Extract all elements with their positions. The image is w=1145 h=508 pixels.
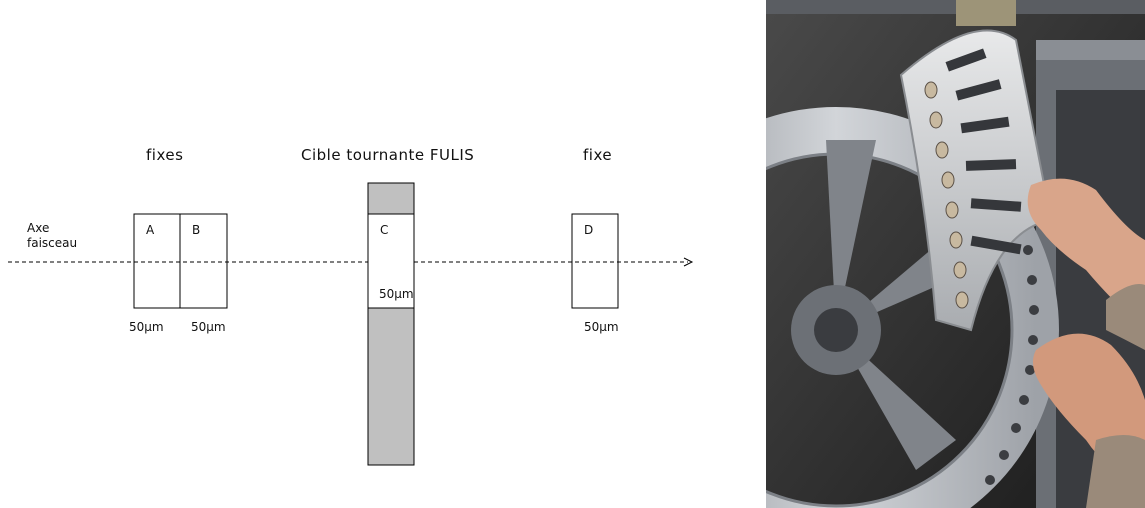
target-c-thickness: 50µm (379, 287, 414, 301)
group-label-fixe: fixe (583, 146, 613, 164)
target-d-thickness: 50µm (584, 320, 619, 334)
beam-axis-label-line2: faisceau (27, 236, 78, 250)
beam-axis-arrowhead (683, 257, 694, 267)
target-wheel-photo (766, 0, 1145, 508)
target-c-label: C (380, 223, 389, 237)
target-b-thickness: 50µm (191, 320, 226, 334)
target-diagram (8, 182, 694, 466)
group-label-rotating-target: Cible tournante FULIS (301, 146, 475, 164)
rotating-target-bottom-gray (367, 307, 415, 466)
target-a-thickness: 50µm (129, 320, 164, 334)
target-b-label: B (192, 223, 201, 237)
beam-axis-label-line1: Axe (27, 221, 50, 235)
target-c-box (367, 213, 415, 309)
target-b-box (179, 213, 228, 309)
target-a-label: A (146, 223, 155, 237)
target-a-box (133, 213, 181, 309)
target-d-box (571, 213, 619, 309)
group-label-fixes: fixes (146, 146, 184, 164)
target-d-label: D (584, 223, 594, 237)
rotating-target-top-gray (367, 182, 415, 215)
